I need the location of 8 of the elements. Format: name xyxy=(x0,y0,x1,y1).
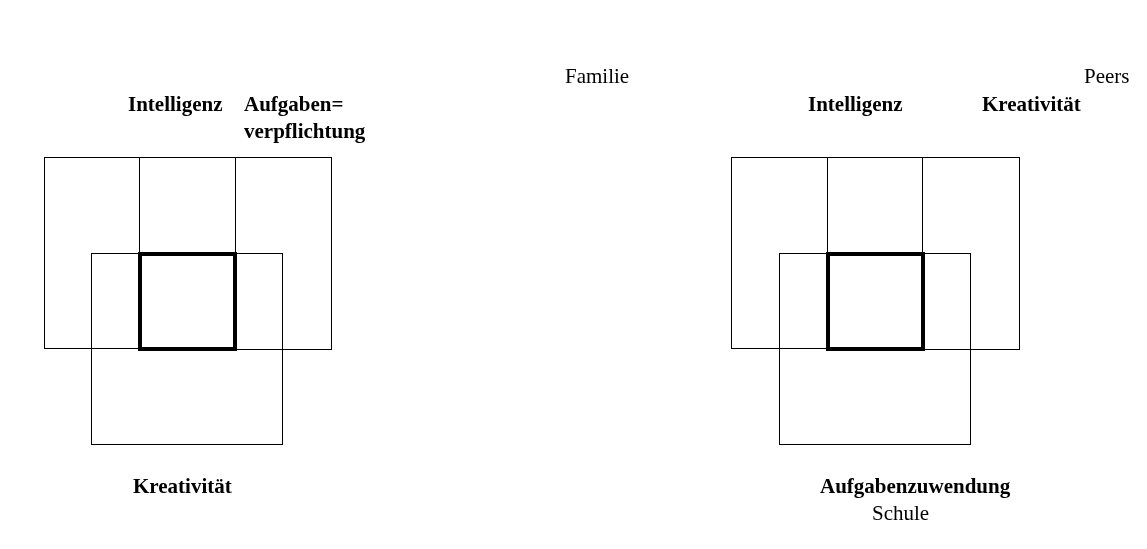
context-label: Schule xyxy=(872,500,930,527)
factor-heading: Intelligenz xyxy=(808,91,904,118)
factor-heading: Aufgaben= verpflichtung xyxy=(244,91,367,145)
factor-heading: Kreativität xyxy=(133,473,233,500)
context-label: Peers xyxy=(1084,63,1130,90)
factor-heading: Kreativität xyxy=(982,91,1082,118)
context-label: Familie xyxy=(565,63,630,90)
factor-heading: Aufgabenzuwendung xyxy=(820,473,1012,500)
